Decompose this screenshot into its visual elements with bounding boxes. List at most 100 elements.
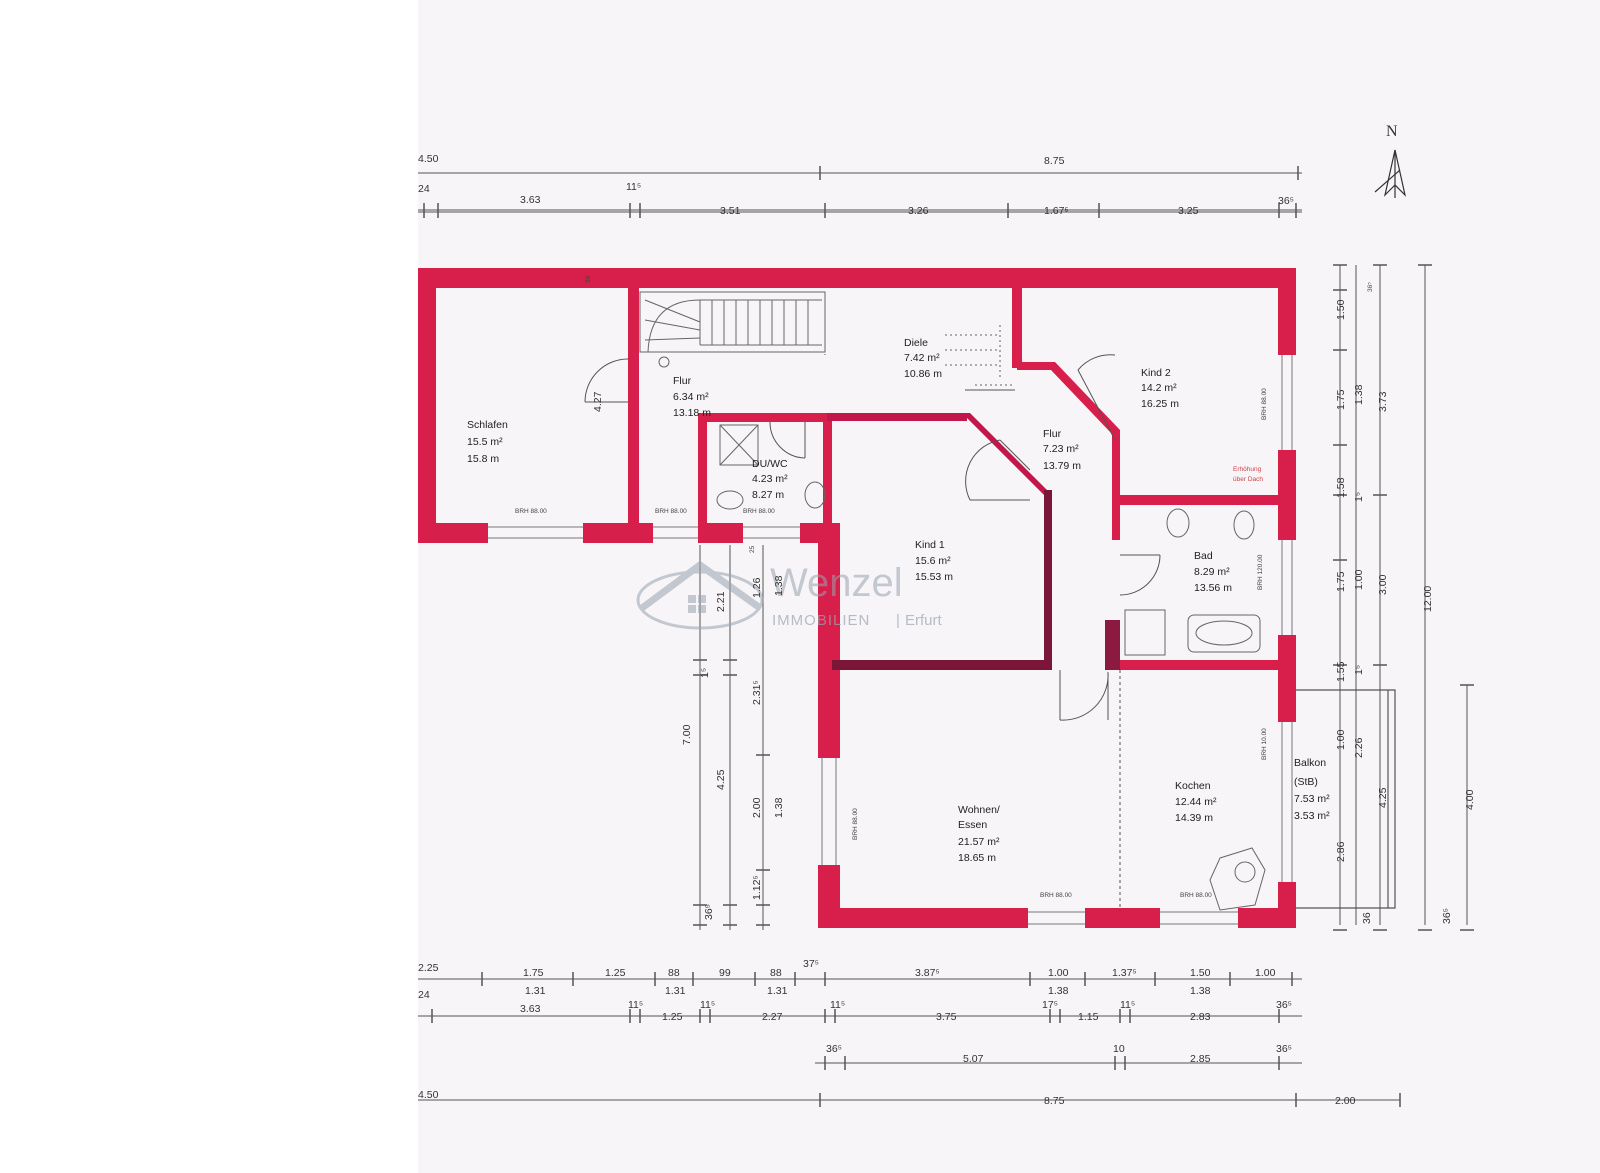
room-name: Schlafen bbox=[467, 419, 508, 431]
dim-label: 1⁵ bbox=[1353, 492, 1365, 502]
room-bad: Bad 8.29 m² 13.56 m bbox=[1194, 550, 1232, 594]
north-arrow bbox=[1374, 149, 1407, 198]
room-wohnen: Wohnen/ Essen 21.57 m² 18.65 m bbox=[958, 804, 1000, 864]
dim-label: 10 bbox=[1113, 1043, 1125, 1055]
dim-label: 2.21 bbox=[715, 591, 727, 612]
dim-label: 11⁵ bbox=[700, 999, 715, 1011]
dim-label: 1.75 bbox=[523, 967, 544, 979]
room-kind1: Kind 1 15.6 m² 15.53 m bbox=[915, 539, 953, 583]
window-label: BRH 88.00 bbox=[1261, 388, 1268, 420]
room-balkon: Balkon (StB) 7.53 m² 3.53 m² bbox=[1294, 757, 1330, 822]
window-label: BRH 88.00 bbox=[655, 508, 687, 515]
dim-label: 3.26 bbox=[908, 205, 929, 217]
dim-label: 11⁵ bbox=[628, 999, 643, 1011]
room-kochen: Kochen 12.44 m² 14.39 m bbox=[1175, 780, 1217, 824]
fixtures bbox=[716, 424, 1266, 911]
roof-note-line2: über Dach bbox=[1233, 476, 1263, 483]
dim-label: 11⁵ bbox=[830, 999, 845, 1011]
dim-label: 1.55 bbox=[1335, 661, 1347, 682]
room-name: Kind 1 bbox=[915, 539, 945, 551]
room-flur-b: Flur 7.23 m² 13.79 m bbox=[1043, 428, 1081, 472]
room-name: Kochen bbox=[1175, 780, 1211, 792]
dim-label: 1.50 bbox=[1190, 967, 1211, 979]
room-area: 15.6 m² bbox=[915, 555, 951, 567]
dim-label: 2.27 bbox=[762, 1011, 783, 1023]
dim-label: 1.38 bbox=[773, 797, 785, 818]
dim-label: 1.25 bbox=[662, 1011, 683, 1023]
dim-label: 1.67⁵ bbox=[1044, 205, 1069, 217]
room-perimeter: 15.53 m bbox=[915, 571, 953, 583]
watermark-city: Erfurt bbox=[905, 612, 943, 629]
dim-label: 5.07 bbox=[963, 1053, 984, 1065]
room-area: 21.57 m² bbox=[958, 836, 1000, 848]
dim-label: 2.85 bbox=[1190, 1053, 1211, 1065]
dim-label: 36 bbox=[1361, 912, 1373, 924]
room-area: 4.23 m² bbox=[752, 473, 788, 485]
dim-label: 4.50 bbox=[418, 1089, 439, 1101]
inner-dimensions: 4.27 2.21 1⁵ 7.00 4.25 36⁵ 1.26 2.31⁵ 2.… bbox=[592, 391, 785, 920]
window-label: BRH 88.00 bbox=[1040, 892, 1072, 899]
room-schlafen: Schlafen 15.5 m² 15.8 m bbox=[467, 419, 508, 465]
window-label: BRH 88.00 bbox=[852, 808, 859, 840]
dim-label: 4.00 bbox=[1464, 789, 1476, 810]
watermark-brand: Wenzel bbox=[770, 561, 903, 605]
dim-label: 1.38 bbox=[1353, 384, 1365, 405]
north-label: N bbox=[1386, 123, 1398, 140]
dim-label: 4.27 bbox=[592, 391, 604, 412]
dim-label: 1.38 bbox=[1048, 985, 1069, 997]
room-perimeter: 15.8 m bbox=[467, 453, 499, 465]
dimension-lines bbox=[418, 166, 1474, 1107]
dim-label: 1.58 bbox=[1335, 477, 1347, 498]
dim-label: 3.75 bbox=[936, 1011, 957, 1023]
room-perimeter: 14.39 m bbox=[1175, 812, 1213, 824]
dim-label: 1.31 bbox=[767, 985, 788, 997]
window-label: BRH 88.00 bbox=[1180, 892, 1212, 899]
dim-label: 1.75 bbox=[1335, 571, 1347, 592]
room-name: Diele bbox=[904, 337, 928, 349]
dim-label: 1.25 bbox=[605, 967, 626, 979]
dim-label: 3.73 bbox=[1377, 391, 1389, 412]
window-label: BRH 88.00 bbox=[515, 508, 547, 515]
dim-label: 3.25 bbox=[1178, 205, 1199, 217]
plan-paper bbox=[418, 0, 1600, 1173]
room-name: DU/WC bbox=[752, 458, 788, 470]
dim-label: 24 bbox=[418, 183, 430, 195]
dim-label: 4.25 bbox=[1377, 787, 1389, 808]
dim-label: 2.86 bbox=[1335, 841, 1347, 862]
room-perimeter: 3.53 m² bbox=[1294, 810, 1330, 822]
dim-label: 1⁵ bbox=[699, 668, 711, 678]
room-perimeter: 16.25 m bbox=[1141, 398, 1179, 410]
dim-label: 1.12⁵ bbox=[751, 875, 763, 900]
room-name: Kind 2 bbox=[1141, 367, 1171, 379]
dim-label: 4.25 bbox=[715, 769, 727, 790]
watermark-sub: IMMOBILIEN bbox=[772, 612, 870, 629]
dim-label: 36⁵ bbox=[1278, 195, 1294, 207]
dim-label: 36⁵ bbox=[826, 1043, 842, 1055]
dim-label: 2.26 bbox=[1353, 737, 1365, 758]
dim-label: 99 bbox=[719, 967, 731, 979]
dim-label: 36⁵ bbox=[1441, 908, 1453, 924]
dim-label: 2.25 bbox=[418, 962, 439, 974]
dim-label: 1.00 bbox=[1353, 569, 1365, 590]
room-area: 6.34 m² bbox=[673, 391, 709, 403]
dim-label: 1.38 bbox=[1190, 985, 1211, 997]
room-name: Bad bbox=[1194, 550, 1213, 562]
dim-label: 1.31 bbox=[525, 985, 546, 997]
staircase bbox=[639, 291, 1012, 386]
watermark-sep: | bbox=[896, 612, 900, 629]
dim-label: 3.51 bbox=[720, 205, 741, 217]
room-perimeter: 10.86 m bbox=[904, 368, 942, 380]
dim-label: 11⁵ bbox=[1120, 999, 1135, 1011]
room-kind2: Kind 2 14.2 m² 16.25 m bbox=[1141, 367, 1179, 410]
room-diele: Diele 7.42 m² 10.86 m bbox=[904, 337, 942, 380]
room-name: Flur bbox=[1043, 428, 1062, 440]
dim-label: 36⁵ bbox=[1367, 282, 1374, 292]
room-area: 7.53 m² bbox=[1294, 793, 1330, 805]
right-dimensions: 1.50 1.75 1.58 1.75 1.55 1.00 2.86 36 36… bbox=[1335, 282, 1476, 924]
room-area: 8.29 m² bbox=[1194, 566, 1230, 578]
roof-note-line1: Erhöhung bbox=[1233, 466, 1262, 473]
dim-label: 1.75 bbox=[1335, 389, 1347, 410]
dim-label: 1⁵ bbox=[1353, 665, 1365, 675]
room-area: 7.42 m² bbox=[904, 352, 940, 364]
